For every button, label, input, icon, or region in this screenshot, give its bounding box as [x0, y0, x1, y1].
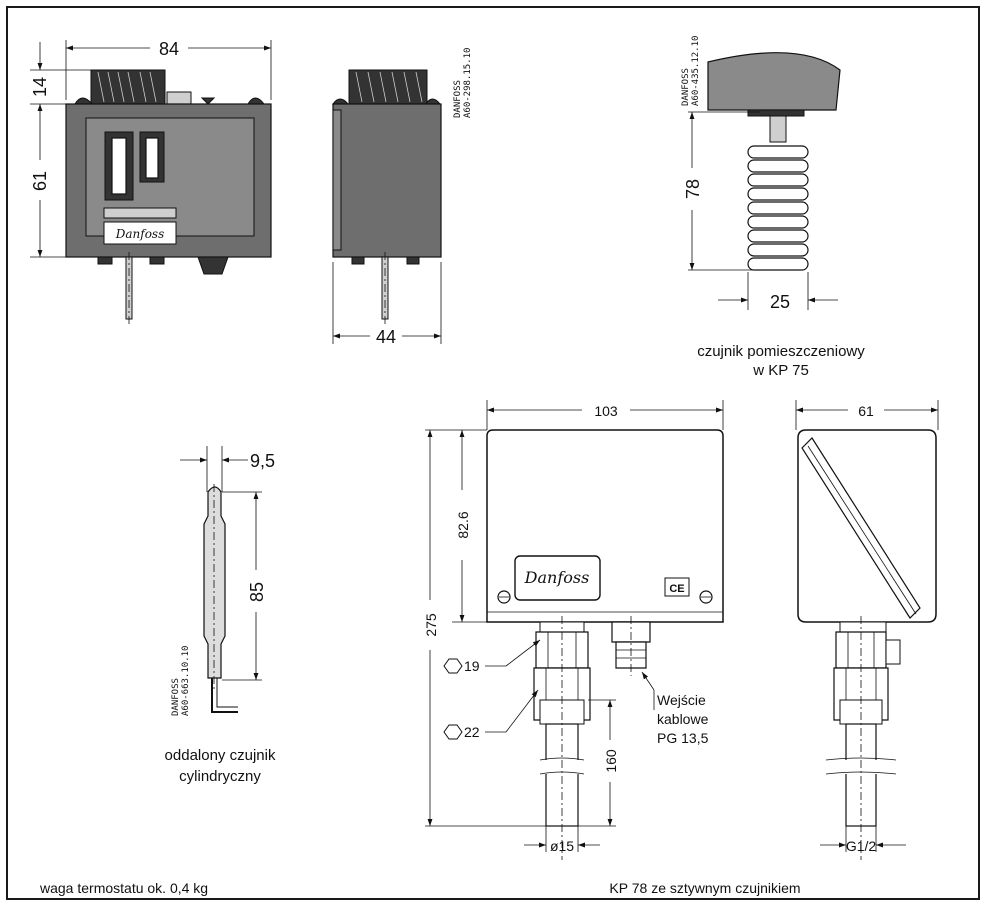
drawing-frame [6, 6, 980, 900]
tube-diameter-label: ø15 [550, 838, 574, 854]
bulb-length-label: 85 [247, 582, 267, 602]
kp75-logo: Danfoss [115, 227, 165, 241]
kp75-side-view: 44 [332, 69, 442, 347]
kp78-body-height-label: 82.6 [455, 511, 471, 538]
room-sensor-caption-line1: czujnik pomieszczeniowy [697, 343, 865, 360]
kp75-knob-height-label: 14 [30, 77, 50, 97]
kp75-width-label: 84 [159, 39, 179, 59]
room-sensor-width-label: 25 [770, 292, 790, 312]
cable-entry-line2: kablowe [657, 711, 709, 727]
cable-entry-line1: Wejście [657, 692, 706, 708]
kp75-logo-plate [103, 221, 177, 245]
hex-22-label: 22 [464, 724, 480, 740]
kp78-depth-label: 61 [858, 403, 874, 419]
ce-mark: CE [669, 583, 684, 595]
bulb-body [203, 486, 226, 679]
kp78-caption: KP 78 ze sztywnym czujnikiem [609, 880, 800, 896]
weight-note: waga termostatu ok. 0,4 kg [39, 880, 208, 896]
remote-bulb-caption-line1: oddalony czujnik [165, 747, 276, 764]
kp75-front-view: Danfoss [65, 69, 272, 326]
kp75-side-housing [332, 103, 442, 258]
room-sensor-caption-line2: w KP 75 [752, 362, 809, 379]
kp75-dimensions: 84 14 61 [30, 39, 272, 258]
tube-length-label: 160 [603, 749, 619, 773]
bulb-diameter-label: 9,5 [250, 451, 275, 471]
thread-label: G1/2 [846, 838, 877, 854]
kp78-front-view: 103 Danfoss CE [423, 400, 724, 860]
hex-19-label: 19 [464, 658, 480, 674]
room-sensor-height-label: 78 [683, 179, 703, 199]
kp78-width-label: 103 [594, 403, 618, 419]
room-sensor-coil [747, 145, 809, 271]
kp78-logo-plate [514, 555, 601, 601]
room-sensor-drawing: DANFOSS A60-435.12.10 78 [681, 36, 841, 312]
bulb-code-1: DANFOSS [171, 678, 181, 716]
kp78-total-height-label: 275 [423, 613, 439, 637]
room-sensor-mount [707, 52, 841, 111]
kp75-drawing-code-1: DANFOSS [453, 80, 463, 118]
remote-bulb-drawing: 9,5 85 DANFOSS A60-663.10.10 [171, 446, 275, 716]
room-sensor-code-1: DANFOSS [681, 68, 691, 106]
kp75-depth-label: 44 [376, 327, 396, 347]
remote-bulb-caption-line2: cylindryczny [179, 768, 261, 785]
bulb-code-2: A60-663.10.10 [181, 646, 191, 716]
room-sensor-code-2: A60-435.12.10 [691, 36, 701, 106]
kp78-logo: Danfoss [524, 568, 590, 587]
kp75-body-height-label: 61 [30, 171, 50, 191]
cable-entry-line3: PG 13,5 [657, 730, 709, 746]
kp78-side-view: 61 G1/2 [795, 400, 939, 860]
kp75-knob [90, 69, 166, 105]
kp75-drawing-code-2: A60-298.15.10 [463, 48, 473, 118]
